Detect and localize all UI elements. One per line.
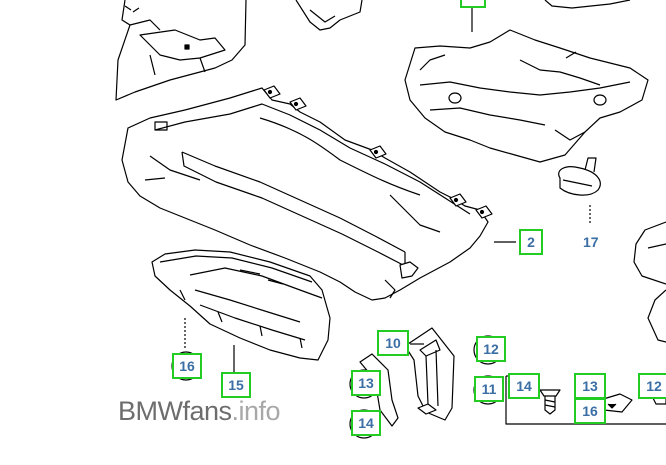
bracket-part-10 [404,327,455,421]
callout-12-a[interactable]: 12 [476,336,506,362]
bracket-part-top-left [115,0,247,101]
callout-11[interactable]: 11 [474,376,504,402]
top-right-fragment [544,0,631,9]
bracket-part-top-middle [295,0,363,31]
callout-15[interactable]: 15 [221,372,251,398]
right-edge-part [633,221,666,343]
callout-13-a[interactable]: 13 [574,373,606,399]
large-shield-part-right [404,29,649,163]
callout-14-a[interactable]: 14 [508,373,540,399]
leader-17 [565,51,577,59]
lower-shield-part [151,249,331,372]
callout-16-b[interactable]: 16 [172,353,202,379]
callout-2[interactable]: 2 [519,229,543,255]
callout-16-a[interactable]: 16 [574,398,606,424]
clip-part-17 [558,157,601,225]
callout-13-b[interactable]: 13 [351,370,381,396]
watermark-suffix: .info [231,396,281,426]
callout-10[interactable]: 10 [377,330,409,356]
callout-14-b[interactable]: 14 [351,410,381,436]
watermark-logo: BMWfans.info [118,396,281,427]
callout-top[interactable] [460,0,486,8]
callout-12-b[interactable]: 12 [638,373,666,399]
watermark-brand: BMWfans [118,396,232,426]
label-17: 17 [583,234,599,250]
main-underbody-panel [121,85,493,301]
